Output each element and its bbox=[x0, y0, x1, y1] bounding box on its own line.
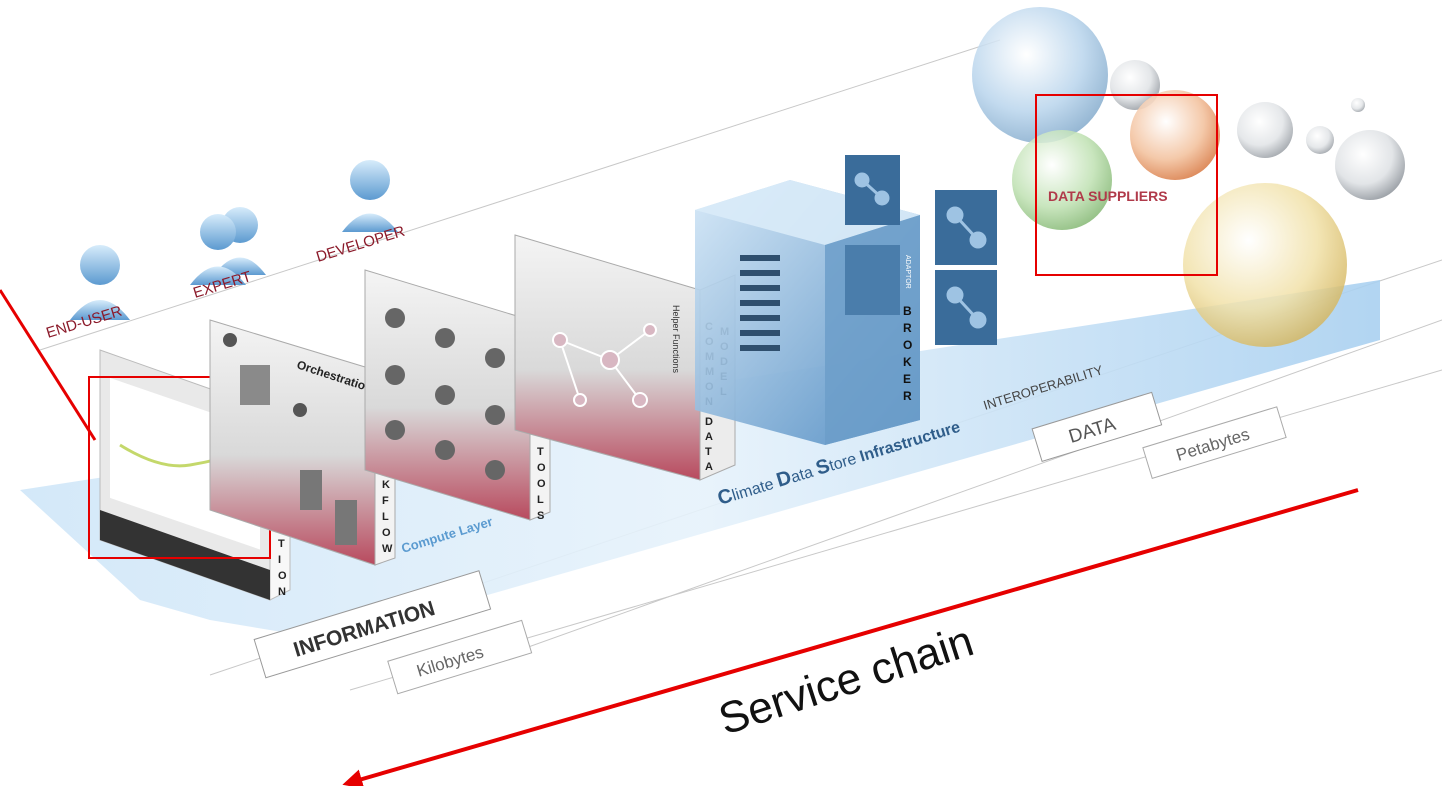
adaptor-label: ADAPTOR bbox=[904, 165, 911, 199]
data-suppliers-label: DATA SUPPLIERS bbox=[1048, 188, 1168, 204]
cds-c-letter: C bbox=[715, 485, 735, 510]
pointer-line bbox=[0, 289, 97, 441]
server-lines-icon bbox=[740, 255, 780, 351]
data-tag: DATA bbox=[1031, 391, 1163, 463]
service-chain-arrow bbox=[342, 488, 1359, 786]
adaptor-box bbox=[845, 245, 900, 315]
data-supplier-spheres bbox=[972, 7, 1405, 347]
petabytes-tag: Petabytes bbox=[1142, 406, 1287, 479]
cds-d-letter: D bbox=[774, 467, 794, 492]
adaptor-label: ADAPTOR bbox=[904, 255, 911, 289]
adaptor-label: ADAPTOR bbox=[1000, 280, 1007, 314]
end-user-icon bbox=[70, 245, 130, 320]
cds-word-ata: ata bbox=[789, 464, 815, 487]
gear-icons bbox=[385, 308, 505, 480]
expert-icon bbox=[190, 207, 266, 285]
data-suppliers-highlight-box bbox=[1035, 94, 1218, 276]
cds-s-letter: S bbox=[813, 455, 832, 480]
adaptor-label: ADAPTOR bbox=[1000, 200, 1007, 234]
network-graph-icon bbox=[552, 323, 657, 408]
helper-functions-label: Helper Functions bbox=[671, 305, 681, 374]
service-chain-label: Service chain bbox=[713, 616, 979, 744]
developer-icon bbox=[342, 160, 398, 232]
adaptor-boxes: ADAPTOR ADAPTOR ADAPTOR ADAPTOR bbox=[845, 155, 1007, 345]
